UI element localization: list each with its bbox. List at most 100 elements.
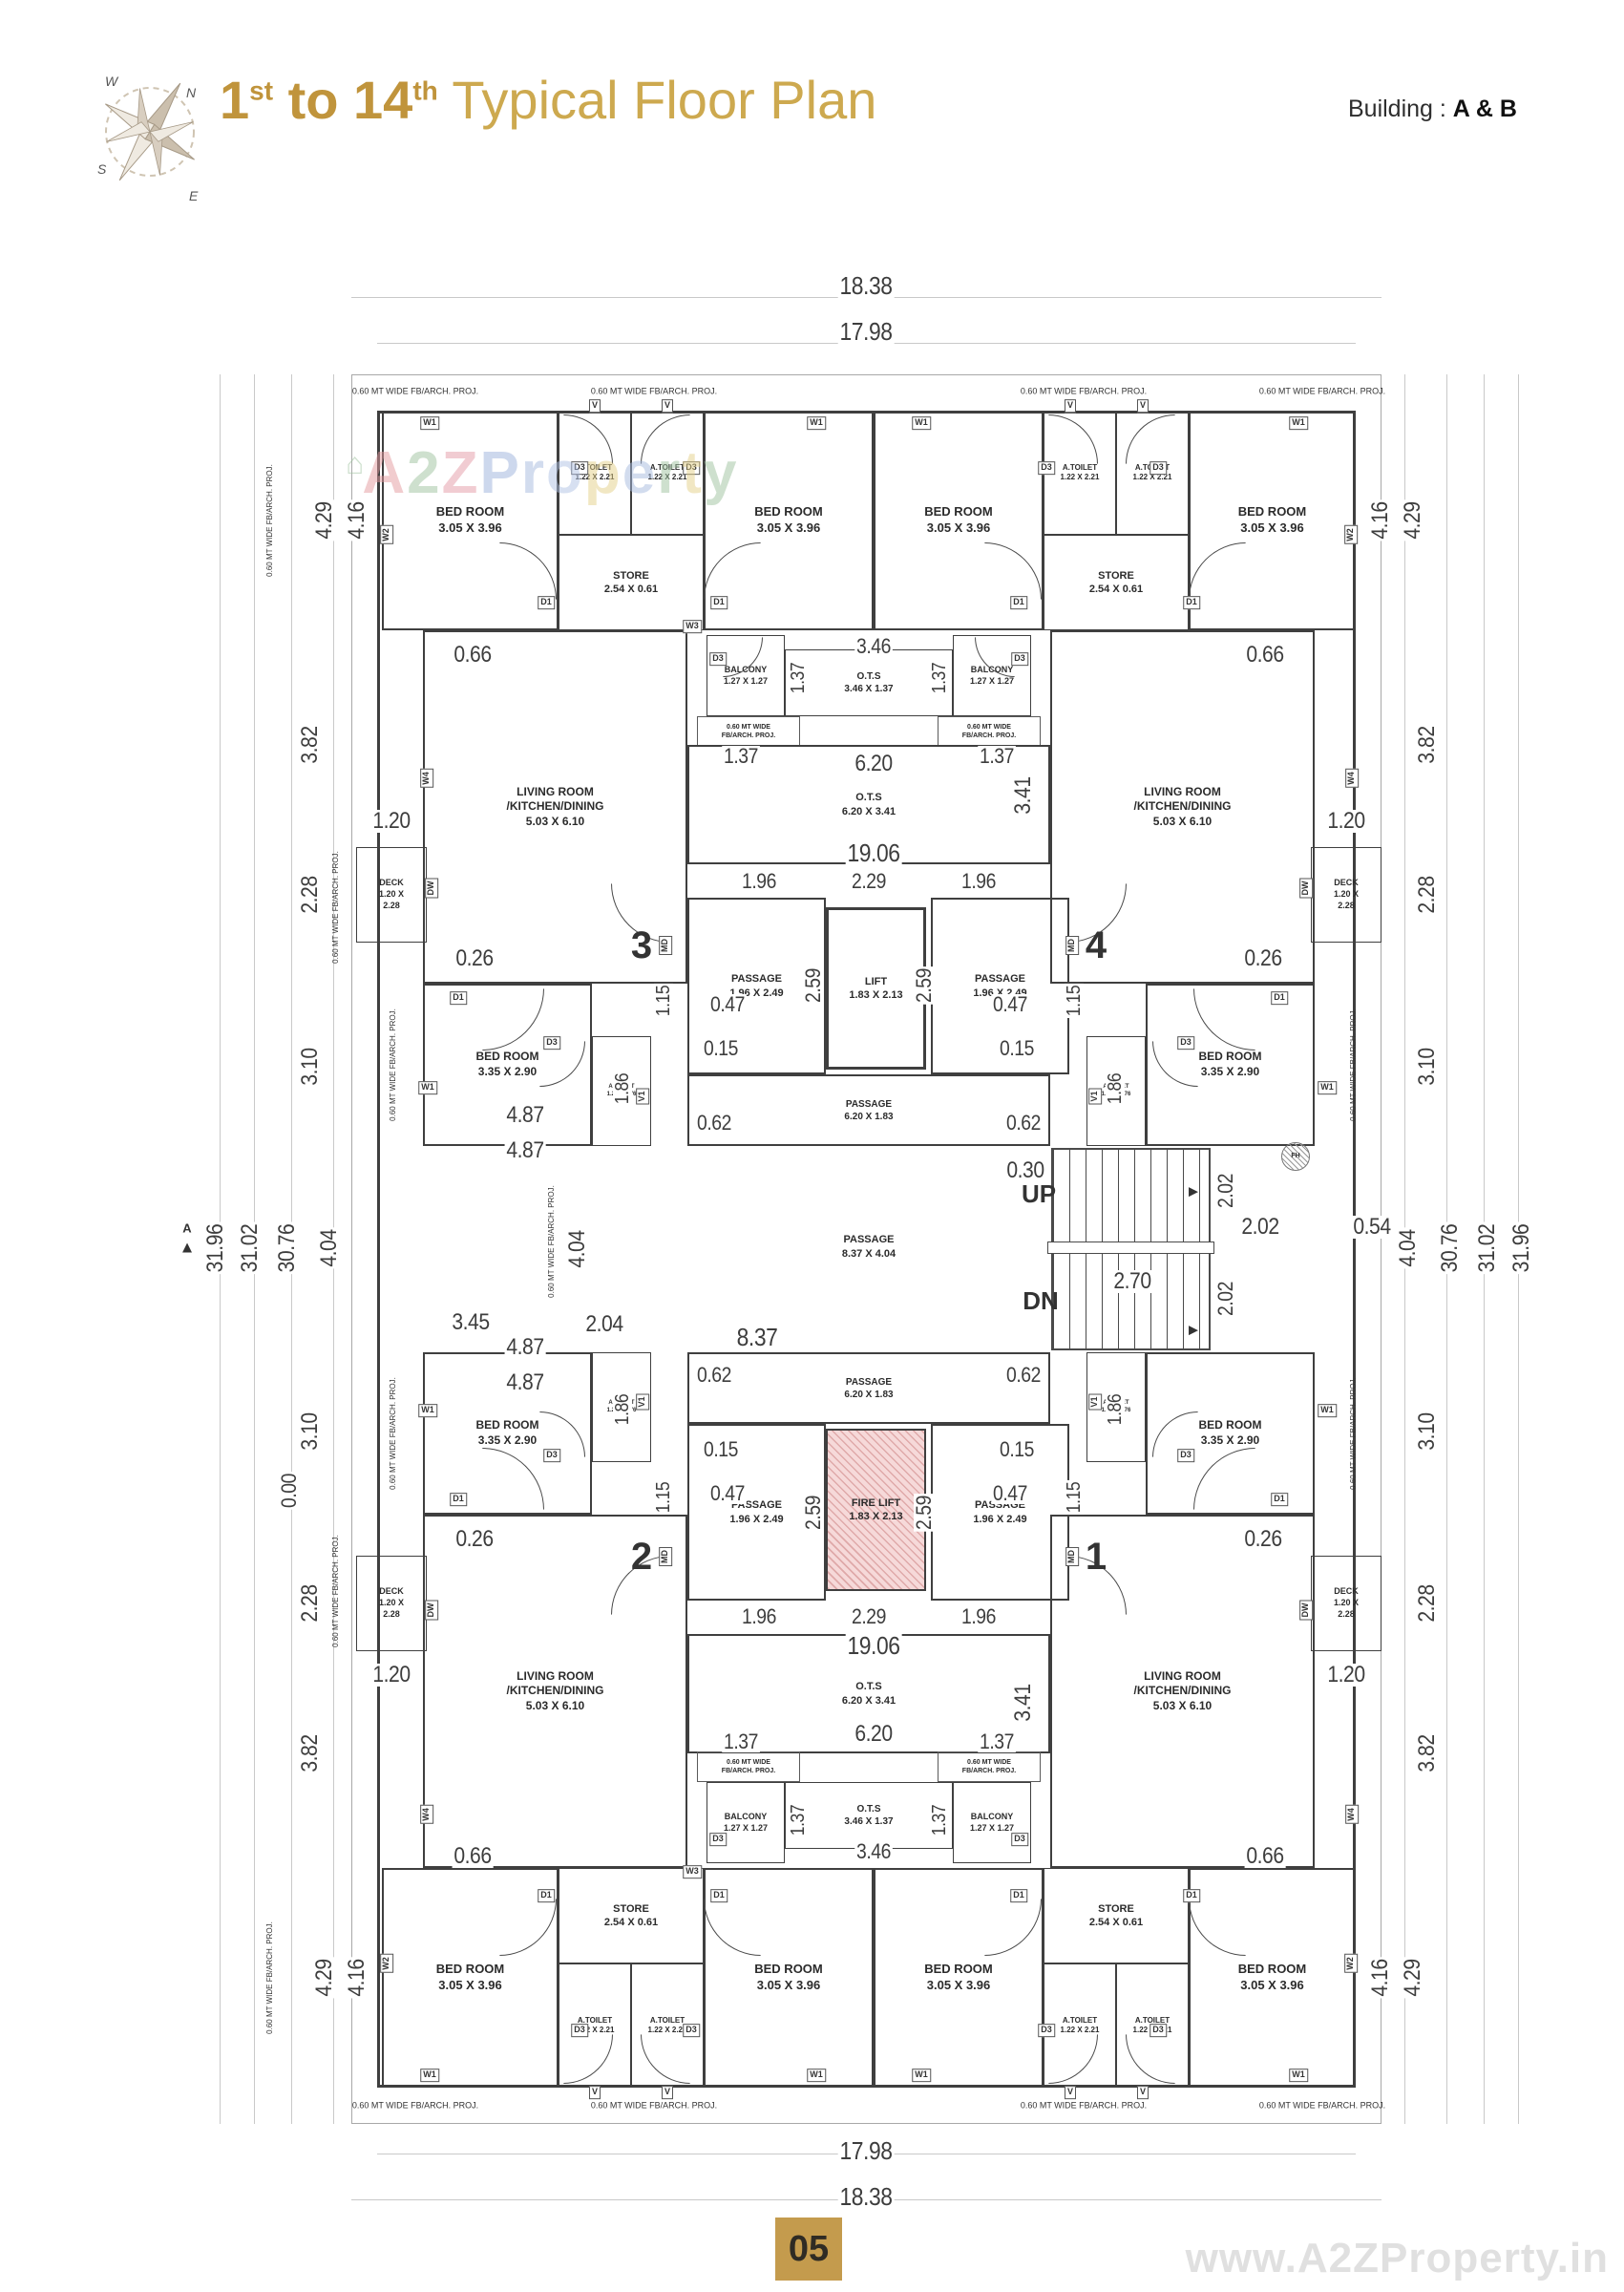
wall-tag: D1 xyxy=(450,991,467,1005)
room-label: 3.46 X 1.37 xyxy=(844,684,894,694)
dimension-label: 6.20 xyxy=(853,1721,895,1747)
watermark-letter: A xyxy=(362,440,408,506)
dimension-label: 4.87 xyxy=(504,1369,546,1395)
room-label: 2.28 xyxy=(1338,1608,1355,1619)
room-label: 2.28 xyxy=(1338,900,1355,910)
dimension-label: 1.37 xyxy=(929,660,950,696)
room-label: PASSAGE xyxy=(845,1098,893,1110)
wall-tag: MD xyxy=(659,1547,672,1566)
fire-hydrant: FH xyxy=(1281,1142,1310,1171)
room-label: 8.37 X 4.04 xyxy=(841,1247,896,1260)
dimension-label: 0.15 xyxy=(702,1036,740,1060)
wall-tag: V1 xyxy=(1088,1088,1102,1105)
room-label: 2.54 X 0.61 xyxy=(1088,584,1144,595)
dimension-label: 3.10 xyxy=(1414,1411,1440,1453)
dimension-label: 4.29 xyxy=(311,499,337,541)
fb-projection-label: 0.60 MT WIDE FB/ARCH. PROJ. xyxy=(1349,1377,1358,1490)
compass-icon: W N S E xyxy=(97,74,199,203)
room-label: BED ROOM xyxy=(435,1962,505,1977)
dimension-label: 4.16 xyxy=(1367,1957,1393,1999)
room-label: BED ROOM xyxy=(435,504,505,520)
room-label: 1.22 X 2.21 xyxy=(1132,473,1172,481)
fb-projection-label: 0.60 MT WIDE FB/ARCH. PROJ. xyxy=(1258,2100,1386,2111)
wall-tag: W1 xyxy=(807,416,826,430)
room-label: A.TOILET xyxy=(1062,462,1098,472)
room-label: 1.20 X xyxy=(378,1598,405,1608)
building-label: Building : A & B xyxy=(1348,96,1517,122)
wall-tag: W2 xyxy=(1344,1954,1358,1973)
wall-tag: DW xyxy=(425,1600,438,1621)
room-label: 1.22 X 2.21 xyxy=(1060,473,1100,481)
room-label: BED ROOM xyxy=(475,1418,539,1432)
dimension-label: 4.29 xyxy=(1400,499,1425,541)
dimension-label: 1.37 xyxy=(978,744,1016,768)
dimension-label: 2.28 xyxy=(1414,1582,1440,1624)
dimension-label: 4.04 xyxy=(316,1227,342,1269)
dimension-label: 1.37 xyxy=(978,1730,1016,1753)
fb-projection-outline xyxy=(351,374,1381,2124)
room-label: BED ROOM xyxy=(924,1962,993,1977)
room-label: 1.83 X 2.13 xyxy=(849,989,903,1001)
dimension-label: 0.62 xyxy=(1004,1363,1043,1387)
room-label: A.TOILET xyxy=(649,2015,685,2025)
dimension-label: 0.47 xyxy=(708,1481,747,1505)
dimension-label: 3.10 xyxy=(1414,1046,1440,1088)
dimension-label: 2.59 xyxy=(912,1494,936,1532)
dimension-label: 0.66 xyxy=(1244,1843,1286,1869)
wall-tag: V xyxy=(588,399,601,413)
wall-tag: D3 xyxy=(683,461,700,475)
dimension-label: 3.46 xyxy=(854,634,893,658)
room-label: 1.27 X 1.27 xyxy=(723,675,769,686)
room-label: LIVING ROOM xyxy=(517,784,594,798)
room-label: STORE xyxy=(613,1902,649,1915)
wall-tag: W3 xyxy=(683,620,702,633)
dimension-label: 6.20 xyxy=(853,751,895,776)
dimension-label: 0.66 xyxy=(452,1843,494,1869)
room-label: 6.20 X 3.41 xyxy=(841,1694,896,1707)
fb-projection-label: 0.60 MT WIDE FB/ARCH. PROJ. xyxy=(1020,2100,1148,2111)
wall-tag: W1 xyxy=(912,416,931,430)
wall-tag: D3 xyxy=(1177,1449,1194,1462)
unit-number: 1 xyxy=(1085,1536,1107,1578)
wall-tag: D3 xyxy=(709,652,727,666)
house-icon: ⌂ xyxy=(346,446,367,480)
room-label: DECK xyxy=(1334,1586,1359,1597)
dimension-label: 1.20 xyxy=(1325,808,1367,834)
dimension-label: 0.54 xyxy=(1351,1214,1393,1240)
wall-tag: W3 xyxy=(683,1865,702,1878)
room-label: BED ROOM xyxy=(1198,1050,1262,1064)
room-label: 2.28 xyxy=(383,1608,400,1619)
page-number-badge: 05 xyxy=(775,2218,842,2281)
room-label: 5.03 X 6.10 xyxy=(1152,1698,1213,1712)
dimension-label: 31.96 xyxy=(202,1221,228,1275)
room-label: BED ROOM xyxy=(924,504,993,520)
wall-tag: D3 xyxy=(1038,2024,1055,2037)
dimension-label: 30.76 xyxy=(274,1221,300,1275)
room-label: PASSAGE xyxy=(731,973,782,986)
dimension-label: 0.66 xyxy=(452,642,494,668)
dimension-label: 1.20 xyxy=(370,1662,412,1687)
stair-direction-label: UP xyxy=(1021,1179,1057,1208)
room-label: O.T.S xyxy=(856,671,881,682)
dimension-label: 2.59 xyxy=(912,966,936,1005)
compass-west-label: W xyxy=(105,74,119,89)
fb-projection-label: 0.60 MT WIDE FB/ARCH. PROJ. xyxy=(547,1185,556,1298)
page-number: 05 xyxy=(788,2228,830,2269)
dimension-label: 2.02 xyxy=(1213,1172,1237,1210)
dimension-label: 4.04 xyxy=(1395,1227,1421,1269)
page-title: 1st to 14th Typical Floor Plan xyxy=(220,70,877,130)
wall-tag: D3 xyxy=(1149,461,1167,475)
room-label: PASSAGE xyxy=(845,1376,893,1388)
room-label: LIFT xyxy=(864,975,888,987)
